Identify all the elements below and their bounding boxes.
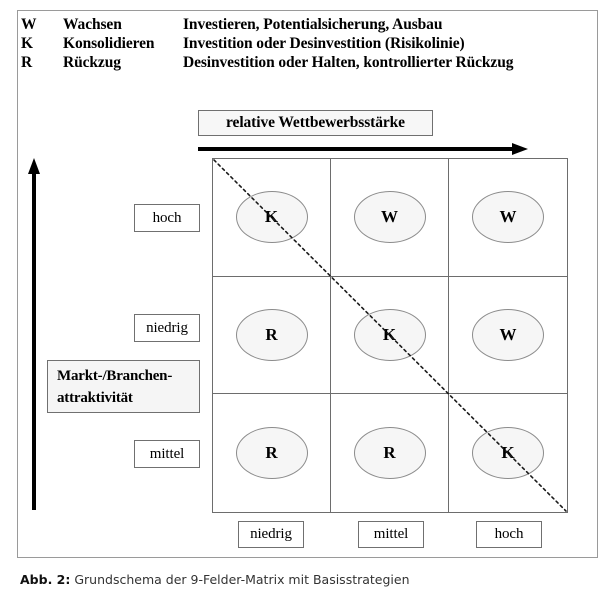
matrix-grid: K W W R K W R R K (213, 159, 567, 512)
figure-caption: Abb. 2: Grundschema der 9-Felder-Matrix … (20, 572, 600, 587)
legend-row: W Wachsen Investieren, Potentialsicherun… (21, 16, 566, 35)
legend-row: K Konsolidieren Investition oder Desinve… (21, 35, 566, 54)
matrix-cell-r1c1[interactable]: K (331, 276, 449, 395)
strategy-legend: W Wachsen Investieren, Potentialsicherun… (21, 16, 566, 73)
strategy-bubble: R (235, 427, 308, 480)
y-axis-arrow-line (32, 170, 36, 510)
nine-field-matrix: K W W R K W R R K (212, 158, 568, 513)
y-axis-label-mittel: mittel (134, 440, 200, 468)
matrix-cell-r0c0[interactable]: K (213, 159, 331, 277)
strategy-bubble: K (235, 191, 308, 244)
legend-desc-r: Desinvestition oder Halten, kontrolliert… (183, 54, 514, 71)
strategy-bubble: W (472, 191, 544, 244)
legend-key-w: W (21, 16, 37, 33)
figure-caption-text: Grundschema der 9-Felder-Matrix mit Basi… (70, 572, 410, 587)
matrix-cell-r0c1[interactable]: W (331, 159, 449, 277)
x-axis-arrow-line (198, 147, 514, 151)
y-axis-arrow-icon (28, 158, 41, 510)
matrix-cell-r1c2[interactable]: W (449, 277, 567, 395)
legend-key-k: K (21, 35, 33, 52)
strategy-bubble: R (353, 427, 426, 480)
x-axis-arrow-icon (198, 143, 528, 155)
legend-desc-k: Investition oder Desinvestition (Risikol… (183, 35, 465, 52)
legend-row: R Rückzug Desinvestition oder Halten, ko… (21, 54, 566, 73)
x-axis-label-mittel: mittel (358, 521, 424, 548)
figure-caption-label: Abb. 2: (20, 572, 71, 587)
strategy-bubble: R (235, 308, 308, 361)
legend-name-r: Rückzug (63, 54, 121, 71)
matrix-cell-r1c0[interactable]: R (213, 276, 331, 395)
y-axis-label-hoch: hoch (134, 204, 200, 232)
matrix-cell-r2c1[interactable]: R (331, 394, 449, 512)
matrix-cell-r0c2[interactable]: W (449, 159, 567, 277)
matrix-cell-r2c0[interactable]: R (213, 394, 331, 512)
legend-key-r: R (21, 54, 33, 71)
x-axis-label-hoch: hoch (476, 521, 542, 548)
legend-desc-w: Investieren, Potentialsicherung, Ausbau (183, 16, 443, 33)
matrix-cell-r2c2[interactable]: K (449, 394, 567, 512)
y-axis-title-line2: attraktivität (57, 390, 133, 406)
strategy-bubble: W (472, 308, 544, 361)
x-axis-title: relative Wettbewerbsstärke (198, 110, 433, 136)
strategy-bubble: W (353, 191, 426, 244)
y-axis-arrow-head (28, 158, 40, 174)
strategy-bubble: K (353, 308, 426, 361)
y-axis-title-line1: Markt-/Branchen- (57, 368, 173, 384)
legend-name-w: Wachsen (63, 16, 122, 33)
y-axis-label-niedrig: niedrig (134, 314, 200, 342)
x-axis-arrow-head (512, 143, 528, 155)
x-axis-label-niedrig: niedrig (238, 521, 304, 548)
strategy-bubble: K (472, 427, 544, 480)
y-axis-title: Markt-/Branchen- attraktivität (47, 360, 200, 413)
legend-name-k: Konsolidieren (63, 35, 155, 52)
